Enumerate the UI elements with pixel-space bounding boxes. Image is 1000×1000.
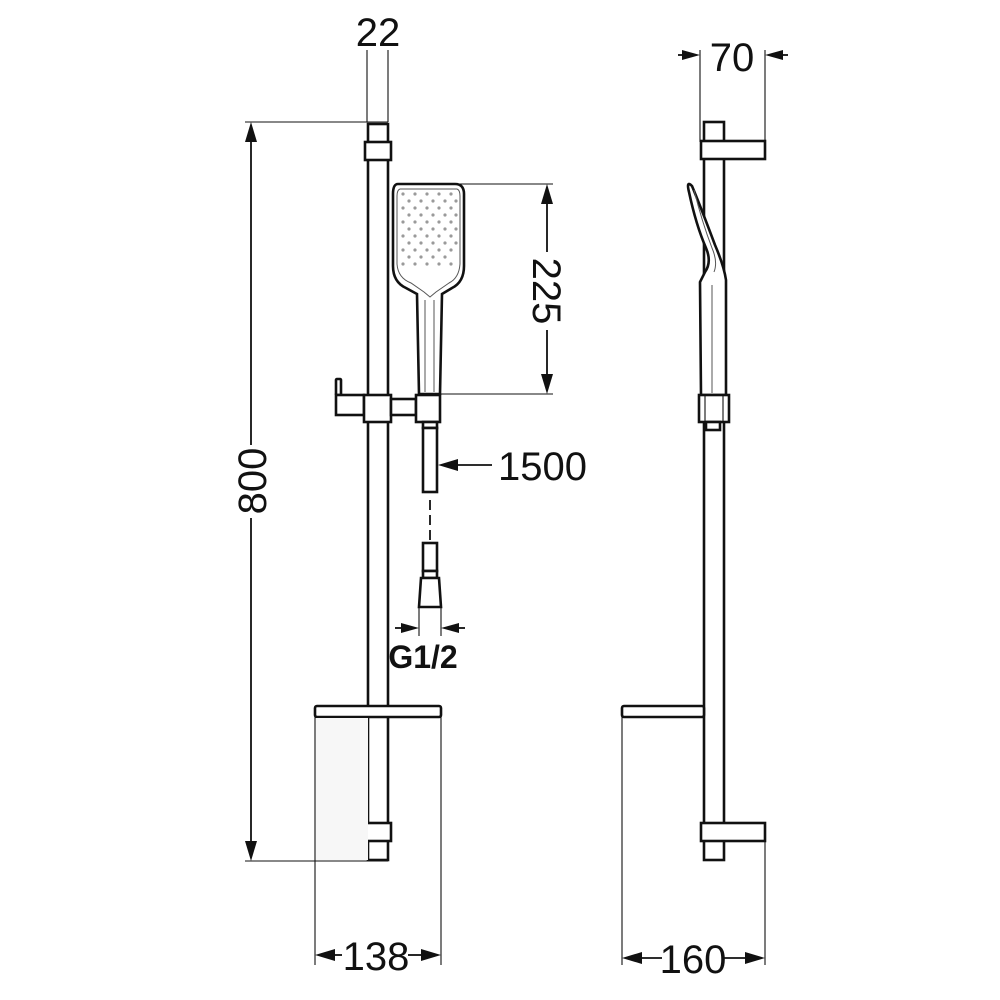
- dimension-rail-height: 800: [231, 121, 388, 862]
- soap-dish-shadow: [316, 718, 368, 860]
- side-slider: [697, 393, 731, 424]
- dim-1500-label: 1500: [498, 445, 587, 489]
- side-view: 70 160: [620, 36, 788, 982]
- slider-arm: [389, 397, 418, 417]
- dim-22-label: 22: [356, 11, 401, 55]
- dim-800-label: 800: [231, 448, 275, 515]
- dim-70-label: 70: [710, 36, 755, 80]
- dimension-hose-length: 1500: [438, 445, 587, 489]
- dimension-soap-dish-width: 138: [314, 717, 442, 979]
- shower-hose: [417, 420, 443, 609]
- dim-225-label: 225: [524, 258, 568, 325]
- dimension-handshower-length: 225: [440, 183, 568, 395]
- dim-g12-label: G1/2: [388, 639, 457, 675]
- hand-shower: [391, 182, 466, 396]
- side-soap-dish: [620, 704, 706, 719]
- front-view: 22 800: [231, 11, 587, 979]
- top-wall-bracket: [363, 140, 393, 162]
- slider-knob: [334, 377, 343, 397]
- dim-160-label: 160: [660, 938, 727, 982]
- side-hand-shower: [686, 182, 728, 397]
- soap-dish: [313, 704, 443, 719]
- spray-nozzles: [401, 192, 458, 266]
- slider-body: [362, 393, 393, 424]
- side-bottom-bracket: [699, 821, 767, 843]
- slider-lock: [334, 393, 366, 417]
- dimension-rail-diameter: 22: [356, 11, 401, 122]
- hose-connector: [417, 576, 443, 609]
- dimension-total-depth: 160: [621, 717, 766, 982]
- dimension-wall-bracket-depth: 70: [678, 36, 788, 142]
- dim-138-label: 138: [343, 935, 410, 979]
- dimension-hose-connection: G1/2: [388, 607, 465, 675]
- handshower-holder: [414, 393, 442, 424]
- bottom-wall-bracket: [363, 821, 393, 843]
- side-top-bracket: [699, 139, 767, 161]
- slider-holder: [334, 377, 442, 424]
- slide-rail: [363, 122, 393, 862]
